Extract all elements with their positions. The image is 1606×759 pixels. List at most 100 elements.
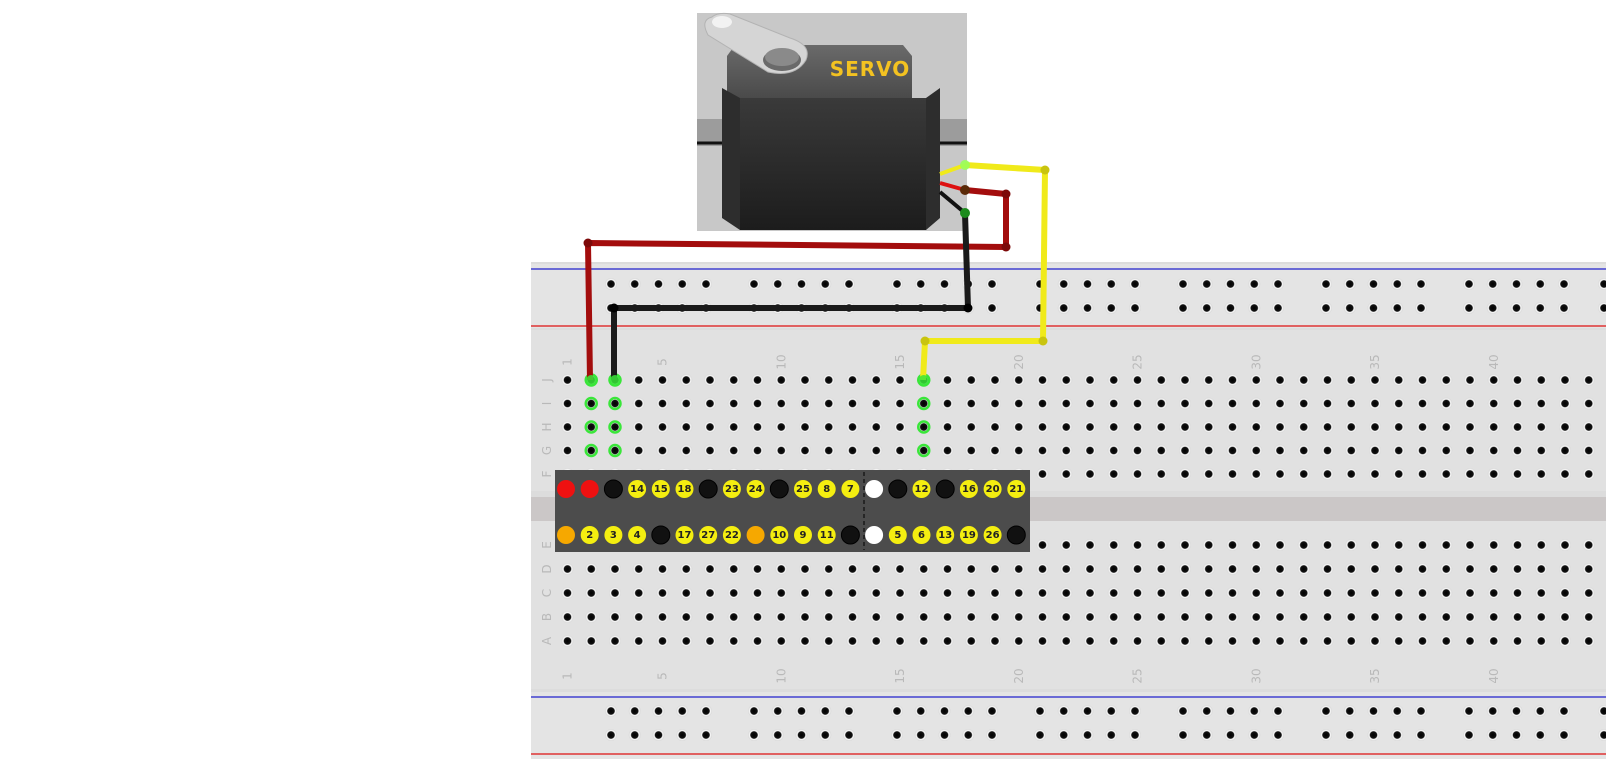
breadboard-hole[interactable] <box>680 611 693 623</box>
breadboard-hole[interactable] <box>1392 444 1405 457</box>
breadboard-hole[interactable] <box>1036 635 1049 647</box>
breadboard-hole[interactable] <box>1297 587 1310 599</box>
breadboard-hole[interactable] <box>1345 611 1358 623</box>
power-rail-hole[interactable] <box>1129 302 1141 314</box>
breadboard-hole[interactable] <box>1416 635 1429 647</box>
gpio-pin-bottom[interactable] <box>580 526 599 544</box>
breadboard-hole[interactable] <box>1297 374 1310 386</box>
power-rail-hole[interactable] <box>891 729 903 741</box>
breadboard-hole[interactable] <box>704 397 716 410</box>
breadboard-hole[interactable] <box>1297 468 1310 480</box>
breadboard-hole[interactable] <box>1487 587 1500 599</box>
breadboard-hole[interactable] <box>1084 421 1096 433</box>
breadboard-hole[interactable] <box>1274 421 1286 433</box>
gpio-pin-top[interactable] <box>557 480 575 498</box>
power-rail-hole[interactable] <box>1598 705 1606 717</box>
power-rail-hole[interactable] <box>1320 302 1332 314</box>
power-rail-hole[interactable] <box>1367 302 1380 314</box>
breadboard-hole[interactable] <box>1345 374 1358 386</box>
power-rail-hole[interactable] <box>1343 705 1356 717</box>
breadboard-hole[interactable] <box>1131 539 1144 551</box>
power-rail-hole[interactable] <box>1034 705 1046 717</box>
breadboard-hole[interactable] <box>1487 397 1500 410</box>
power-rail-hole[interactable] <box>843 729 855 741</box>
breadboard-hole[interactable] <box>1369 563 1381 575</box>
gpio-pin-bottom[interactable] <box>983 526 1002 544</box>
power-rail-hole[interactable] <box>1105 729 1118 741</box>
breadboard-hole[interactable] <box>1226 374 1239 386</box>
breadboard-hole[interactable] <box>965 374 978 386</box>
power-rail-hole[interactable] <box>1534 302 1547 314</box>
breadboard-hole[interactable] <box>1131 421 1144 433</box>
breadboard-hole[interactable] <box>704 587 716 599</box>
breadboard-hole[interactable] <box>894 397 906 410</box>
breadboard-hole[interactable] <box>1416 374 1429 386</box>
breadboard-hole[interactable] <box>1179 539 1191 551</box>
power-rail-hole[interactable] <box>1057 302 1070 314</box>
breadboard-hole[interactable] <box>965 444 978 457</box>
breadboard-hole[interactable] <box>1487 468 1500 480</box>
breadboard-hole[interactable] <box>1274 444 1286 457</box>
breadboard-hole[interactable] <box>632 374 645 386</box>
breadboard-hole[interactable] <box>1107 563 1120 575</box>
breadboard-hole[interactable] <box>1511 635 1524 647</box>
power-rail-hole[interactable] <box>986 729 998 741</box>
breadboard-hole[interactable] <box>1107 421 1120 433</box>
breadboard-hole[interactable] <box>917 587 930 599</box>
power-rail-hole[interactable] <box>914 705 927 717</box>
breadboard-hole[interactable] <box>1392 635 1405 647</box>
breadboard-hole[interactable] <box>1274 611 1286 623</box>
breadboard-hole[interactable] <box>1202 374 1215 386</box>
power-rail-hole[interactable] <box>795 705 808 717</box>
breadboard-hole[interactable] <box>1226 563 1239 575</box>
breadboard-hole[interactable] <box>846 611 859 623</box>
breadboard-hole[interactable] <box>965 611 978 623</box>
breadboard-hole[interactable] <box>1155 421 1168 433</box>
gpio-pin-bottom[interactable] <box>794 526 812 544</box>
power-rail-hole[interactable] <box>748 278 760 290</box>
breadboard-hole[interactable] <box>680 421 693 433</box>
breadboard-hole[interactable] <box>1345 587 1358 599</box>
breadboard-hole[interactable] <box>1084 539 1096 551</box>
power-rail-hole[interactable] <box>938 705 951 717</box>
breadboard-hole[interactable] <box>1036 444 1049 457</box>
breadboard-hole[interactable] <box>965 397 978 410</box>
power-rail-hole[interactable] <box>700 278 712 290</box>
gpio-pin-bottom[interactable] <box>628 526 647 544</box>
breadboard-hole[interactable] <box>1321 539 1334 551</box>
power-rail-hole[interactable] <box>1200 729 1213 741</box>
breadboard-hole[interactable] <box>1202 421 1215 433</box>
breadboard-hole[interactable] <box>609 563 621 575</box>
breadboard-hole[interactable] <box>1511 397 1524 410</box>
breadboard-hole[interactable] <box>1012 444 1025 457</box>
power-rail-hole[interactable] <box>819 705 832 717</box>
power-rail-hole[interactable] <box>1105 302 1118 314</box>
breadboard-hole[interactable] <box>1464 563 1476 575</box>
breadboard-hole[interactable] <box>941 444 954 457</box>
breadboard-hole[interactable] <box>1464 468 1476 480</box>
breadboard-hole[interactable] <box>941 563 954 575</box>
breadboard-hole[interactable] <box>1155 563 1168 575</box>
breadboard-hole[interactable] <box>1369 421 1381 433</box>
breadboard-hole[interactable] <box>1582 468 1595 480</box>
breadboard-hole[interactable] <box>1012 374 1025 386</box>
power-rail-hole[interactable] <box>1224 302 1237 314</box>
power-rail-hole[interactable] <box>1177 705 1189 717</box>
gpio-pin-top[interactable] <box>698 479 718 499</box>
gpio-pin-bottom[interactable] <box>675 526 694 544</box>
power-rail-hole[interactable] <box>676 729 689 741</box>
breadboard-hole[interactable] <box>1250 587 1263 599</box>
breadboard-hole[interactable] <box>799 421 811 433</box>
breadboard-hole[interactable] <box>1107 539 1120 551</box>
breadboard-hole[interactable] <box>1582 374 1595 386</box>
breadboard-hole[interactable] <box>1535 468 1548 480</box>
breadboard-hole[interactable] <box>751 563 764 575</box>
breadboard-hole[interactable] <box>1084 563 1096 575</box>
breadboard-hole[interactable] <box>846 397 859 410</box>
breadboard-hole[interactable] <box>1131 563 1144 575</box>
gpio-pin-top[interactable] <box>628 480 647 498</box>
breadboard-hole[interactable] <box>1440 587 1453 599</box>
breadboard-hole[interactable] <box>751 421 764 433</box>
breadboard-hole[interactable] <box>1060 587 1073 599</box>
breadboard-hole[interactable] <box>1321 444 1334 457</box>
